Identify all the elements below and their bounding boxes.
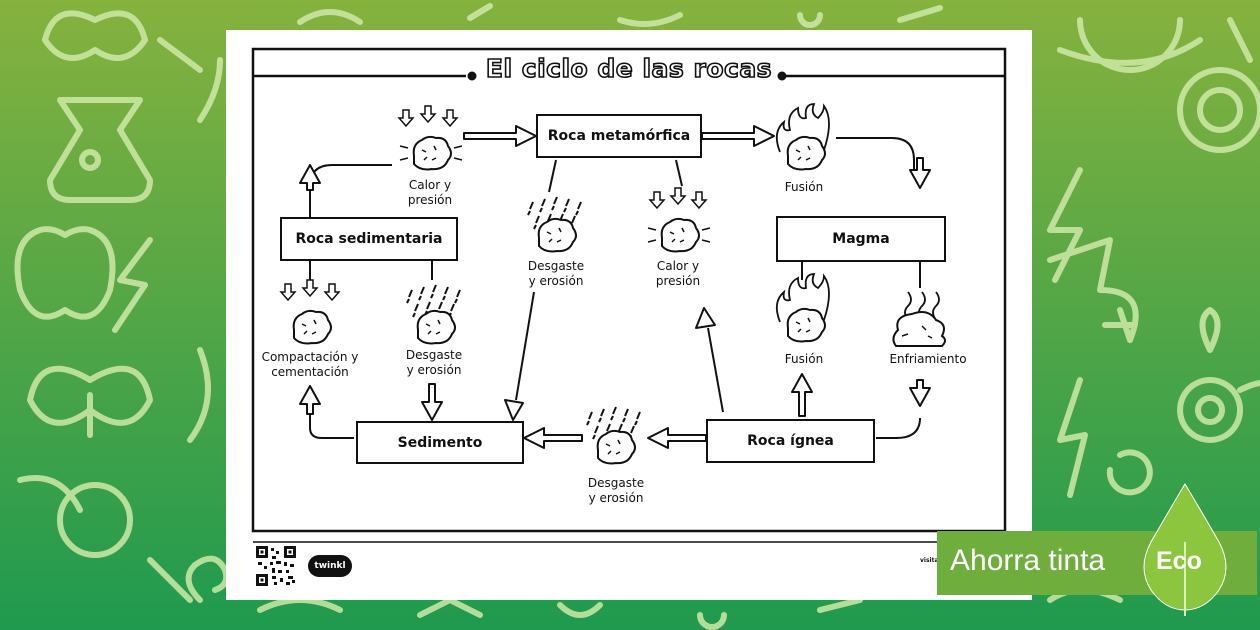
box-roca-sedimentaria: Roca sedimentaria — [280, 217, 458, 261]
arrow-down-magma — [909, 157, 931, 189]
desgaste-mid-icon — [528, 197, 581, 253]
eco-word: Eco — [1156, 547, 1202, 575]
butterfly-doodle — [42, 10, 148, 61]
compactacion-icon — [280, 279, 340, 345]
worksheet: El ciclo de las rocas Roca metamórfica R… — [226, 30, 1032, 600]
label-desgaste-bottom: Desgaste y erosión — [587, 476, 645, 505]
title-banner: El ciclo de las rocas — [252, 48, 1006, 104]
lightning-doodle — [112, 237, 153, 333]
enfriamiento-icon — [892, 291, 946, 347]
apple-doodle — [14, 226, 116, 320]
planet-doodle — [1057, 17, 1203, 73]
line-fusion-magma — [836, 137, 915, 170]
arrow-down-sedim-erosion — [421, 383, 443, 421]
lightning-doodle-3 — [1057, 377, 1088, 498]
box-magma: Magma — [776, 216, 946, 262]
label-calor-presion-top: Calor y presión — [407, 178, 453, 207]
footer-visit-text: visita — [920, 557, 939, 564]
label-compactacion: Compactación y cementación — [261, 350, 359, 379]
arrow-up-comp — [299, 385, 321, 415]
leaf-drop-icon — [1143, 483, 1227, 616]
box-roca-ignea: Roca ígnea — [706, 419, 875, 463]
twinkl-logo: twinkl — [308, 555, 352, 577]
box-sedimento: Sedimento — [356, 421, 524, 464]
label-desgaste-left: Desgaste y erosión — [405, 348, 463, 377]
desgaste-left-icon — [407, 285, 460, 345]
label-calor-presion-mid: Calor y presión — [655, 259, 701, 288]
arrow-right-fusion — [701, 125, 775, 147]
flask-doodle — [47, 97, 153, 203]
spiral-doodle — [185, 555, 230, 603]
arrow-diag-sedimento — [504, 399, 524, 421]
arrow-diag-up-calor — [695, 307, 716, 329]
arrow-up-sedim — [299, 164, 321, 191]
flower-doodle — [1177, 307, 1260, 443]
arrow-right-meta — [463, 125, 537, 147]
label-fusion-mid: Fusión — [784, 352, 824, 366]
leaf-doodle — [17, 475, 83, 513]
fusion-top-icon — [775, 103, 830, 171]
desgaste-bottom-icon — [587, 407, 640, 465]
eco-badge-text: Ahorra tinta — [950, 544, 1106, 577]
label-fusion-top: Fusión — [784, 180, 824, 194]
qr-code — [256, 546, 296, 586]
line-sedim-up — [309, 164, 392, 217]
arrow-down-ignea — [909, 379, 931, 407]
rock-cycle-diagram — [251, 47, 1007, 543]
arrow-left-sedimento — [523, 427, 583, 449]
spiral-doodle-2 — [1106, 449, 1153, 496]
arrow-left-ignea — [647, 427, 707, 449]
calor-presion-top-icon — [398, 105, 463, 171]
magnifier-doodle — [57, 482, 193, 603]
page-title: El ciclo de las rocas — [485, 53, 773, 84]
fusion-mid-icon — [775, 273, 830, 343]
arrow-up-fusion — [791, 373, 813, 417]
shell-doodle — [1177, 67, 1260, 153]
label-desgaste-mid: Desgaste y erosión — [527, 259, 585, 288]
box-roca-metamorfica: Roca metamórfica — [536, 114, 702, 158]
star-doodle — [1102, 307, 1138, 343]
calor-presion-mid-icon — [647, 187, 711, 253]
label-enfriamiento: Enfriamiento — [889, 352, 967, 366]
eco-word-wrap: Eco — [1140, 531, 1230, 595]
line-comp-left — [309, 412, 354, 439]
butterfly-doodle-2 — [27, 365, 153, 438]
